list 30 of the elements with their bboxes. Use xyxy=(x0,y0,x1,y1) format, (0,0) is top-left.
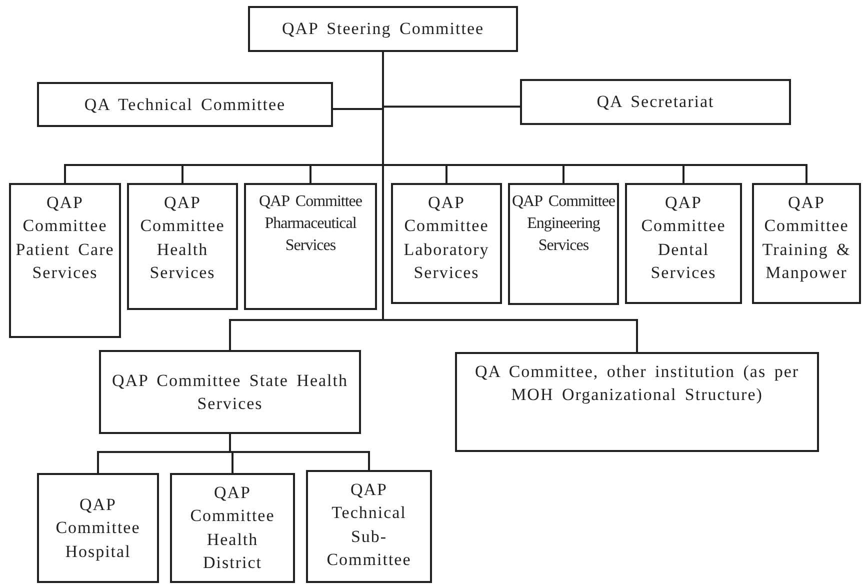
committee-name: QAP Committee Dental Services xyxy=(640,192,727,284)
committee-name: QA Committee, other institution (as per MOH Organizational Structure) xyxy=(474,361,800,406)
committee-box xyxy=(455,352,819,452)
committee-name: QAP Committee Engineering Services xyxy=(512,192,615,256)
committee-name: QAP Committee Laboratory Services xyxy=(402,192,490,284)
committee-name: QAP Committee Health District xyxy=(189,482,276,574)
committee-box xyxy=(37,473,159,583)
committee-box xyxy=(625,183,742,304)
committee-box xyxy=(306,470,432,583)
committee-box xyxy=(391,183,502,304)
committee-name: QAP Committee Training & Manpower xyxy=(761,192,852,284)
committee-box xyxy=(127,183,238,310)
committee-name: QA Secretariat xyxy=(596,91,714,114)
committee-box xyxy=(520,79,791,125)
committee-name: QAP Steering Committee xyxy=(282,18,484,40)
committee-box xyxy=(99,350,361,434)
committee-name: QAP Committee State Health Services xyxy=(111,370,349,415)
committee-box xyxy=(170,473,295,583)
committee-name: QAP Committee Pharmaceutical Services xyxy=(258,192,363,256)
committee-box xyxy=(9,183,121,338)
committee-name: QAP Technical Sub-Committee xyxy=(326,479,412,572)
committee-name: QA Technical Committee xyxy=(84,94,286,116)
committee-box xyxy=(752,183,861,304)
committee-box xyxy=(37,82,333,127)
committee-box xyxy=(244,183,377,310)
committee-name: QAP Committee Hospital xyxy=(54,494,142,563)
committee-box xyxy=(248,6,518,52)
committee-name: QAP Committee Patient Care Services xyxy=(14,192,116,284)
committee-box xyxy=(508,183,619,305)
committee-name: QAP Committee Health Services xyxy=(139,192,226,284)
